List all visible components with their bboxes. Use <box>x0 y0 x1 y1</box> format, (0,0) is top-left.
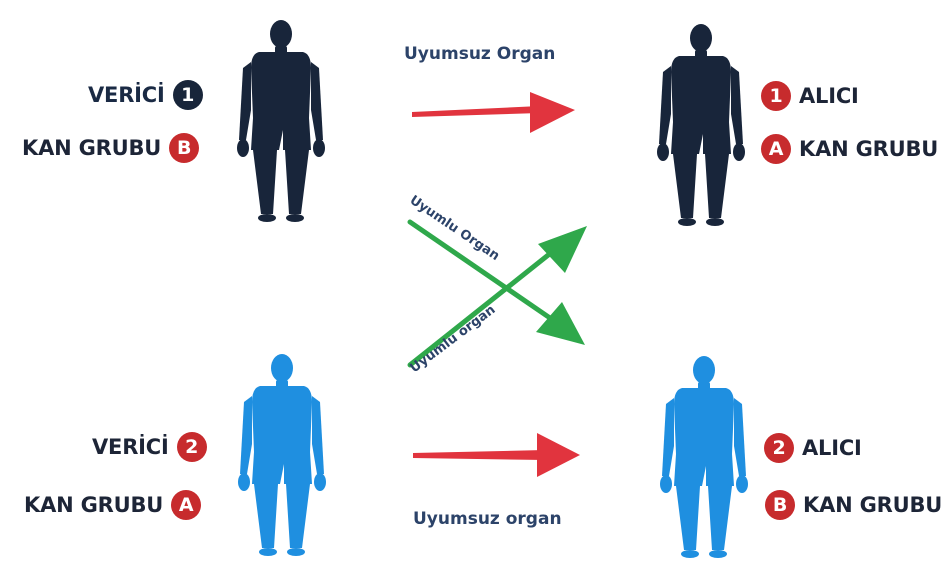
recipient-1-blood-label: KAN GRUBU <box>799 137 938 161</box>
donor-1-blood-label: KAN GRUBU <box>22 136 161 160</box>
donor-1-figure <box>237 20 325 222</box>
bottom-incompatible-arrow <box>413 433 580 477</box>
recipient-2-blood-type-badge: B <box>765 490 795 520</box>
donor-1-role-label: VERİCİ <box>88 83 165 107</box>
donor-1-number-badge: 1 <box>173 80 203 110</box>
donor-2-role-label: VERİCİ <box>92 435 169 459</box>
recipient-2-blood-label: KAN GRUBU <box>803 493 942 517</box>
donor-2-blood-type-badge: A <box>171 490 201 520</box>
donor-2-role-row: VERİCİ 2 <box>92 432 207 462</box>
donor-1-blood-type-badge: B <box>169 133 199 163</box>
donor-2-number-badge: 2 <box>177 432 207 462</box>
recipient-1-number-badge: 1 <box>761 81 791 111</box>
top-incompatible-arrow <box>412 92 575 133</box>
compatible-organ-caption-up: Uyumlu organ <box>407 302 498 376</box>
donor-1-blood-row: KAN GRUBU B <box>22 133 199 163</box>
recipient-2-role-row: 2 ALICI <box>764 433 862 463</box>
bottom-arrow-caption: Uyumsuz organ <box>413 509 562 529</box>
donor-1-role-row: VERİCİ 1 <box>88 80 203 110</box>
recipient-1-figure <box>657 24 745 226</box>
top-arrow-caption: Uyumsuz Organ <box>404 44 555 64</box>
recipient-1-blood-row: A KAN GRUBU <box>761 134 938 164</box>
recipient-1-role-label: ALICI <box>799 84 859 108</box>
donor-2-blood-row: KAN GRUBU A <box>24 490 201 520</box>
recipient-2-number-badge: 2 <box>764 433 794 463</box>
recipient-2-blood-row: B KAN GRUBU <box>765 490 942 520</box>
donor-2-blood-label: KAN GRUBU <box>24 493 163 517</box>
donor-2-figure <box>238 354 326 556</box>
recipient-2-role-label: ALICI <box>802 436 862 460</box>
recipient-1-blood-type-badge: A <box>761 134 791 164</box>
recipient-1-role-row: 1 ALICI <box>761 81 859 111</box>
recipient-2-figure <box>660 356 748 558</box>
